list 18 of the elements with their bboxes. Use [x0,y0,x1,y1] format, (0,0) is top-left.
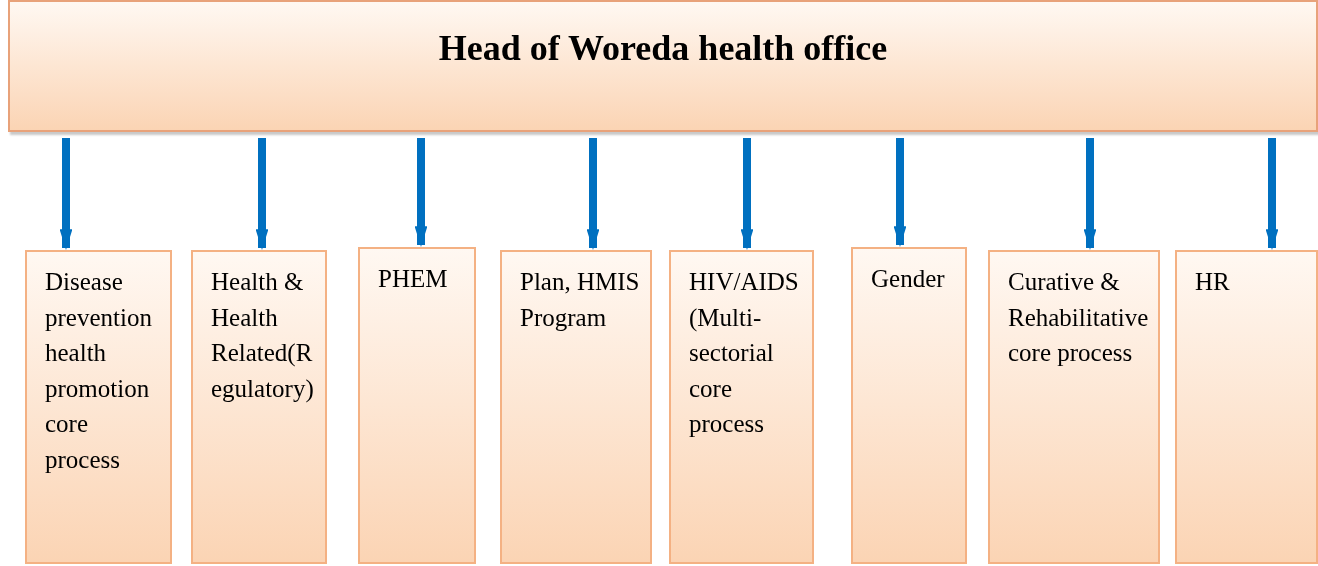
process-box [851,247,967,564]
process-box [191,250,327,564]
header-box [8,0,1318,132]
box-label: Health & Health Related(Regulatory) [211,267,315,405]
box-label: Curative & Rehabilitative core process [1008,267,1150,368]
box-label: PHEM [378,264,449,294]
process-box [1175,250,1318,564]
box-label: Plan, HMIS Program [520,267,641,333]
process-box [500,250,652,564]
process-box [25,250,172,564]
box-label: Gender [871,264,946,294]
box-label: HIV/AIDS (Multi-sectorial core process [689,267,800,439]
process-box [358,247,476,564]
title-text: Head of Woreda health office [437,27,889,70]
process-box [988,250,1160,564]
box-label: Disease prevention health promotion core process [45,267,153,475]
process-box [669,250,814,564]
box-label: HR [1195,267,1231,297]
